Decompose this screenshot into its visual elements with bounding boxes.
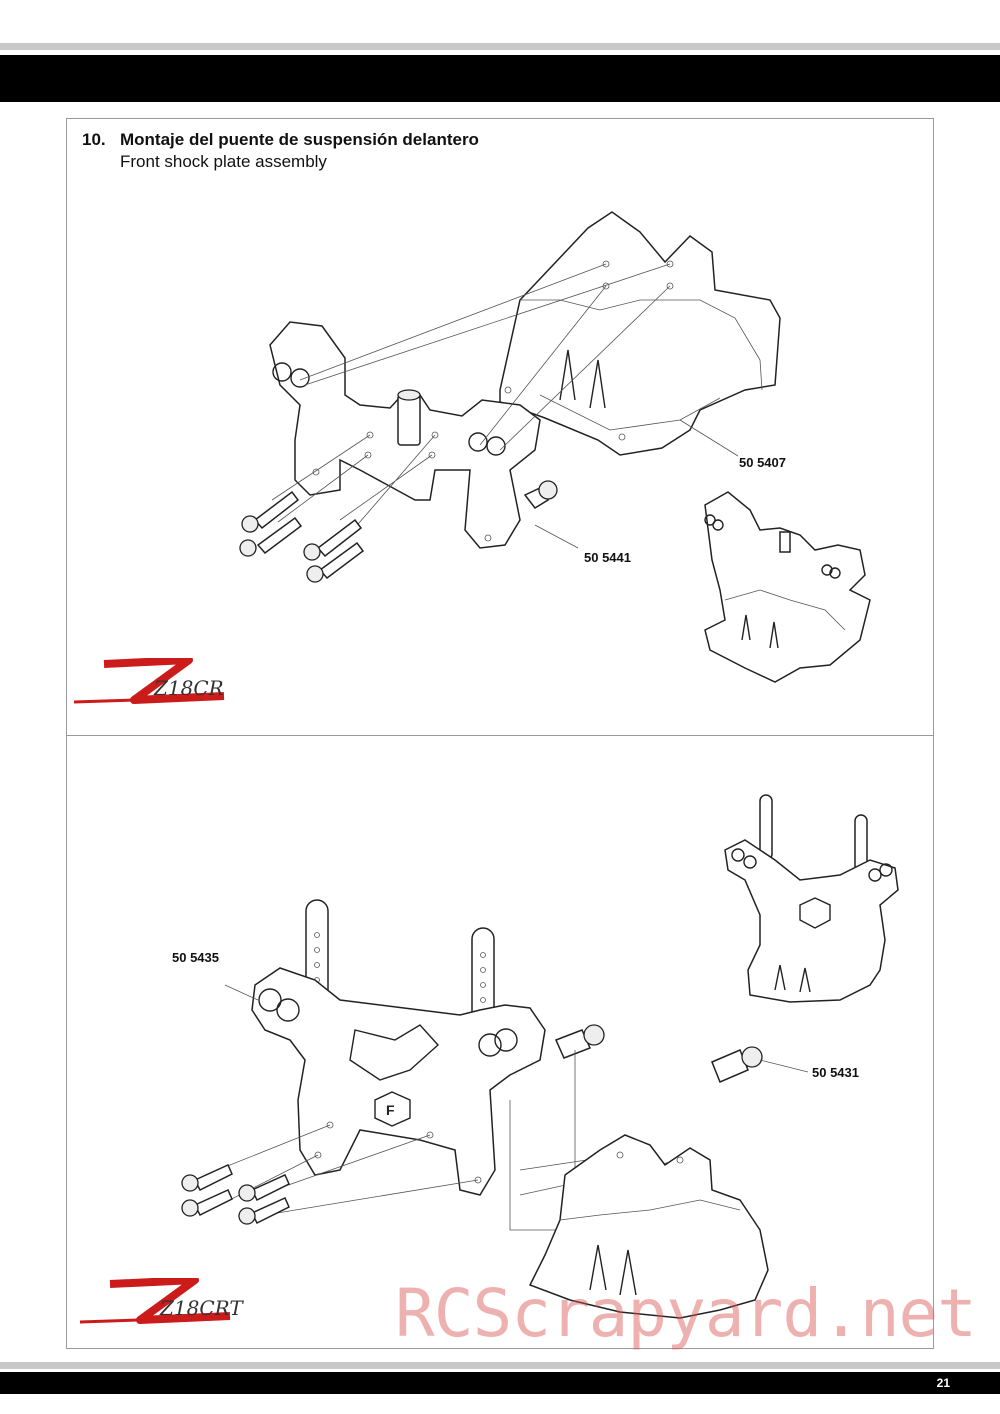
part-label-ball-stud-bottom: 50 5431 [812,1065,859,1080]
step-title-english: Front shock plate assembly [120,152,327,171]
page-number: 21 [936,1376,950,1390]
watermark-text: RCScrapyard.net [395,1275,977,1352]
shock-plate-bottom-drawing: F [251,967,546,1196]
svg-text:F: F [386,1102,395,1118]
ball-studs-bottom-drawing [554,1024,763,1083]
part-label-body: 50 5407 [739,455,786,470]
step-number: 10. [82,130,106,149]
header-grey-rule [0,43,1000,50]
screws-bottom-drawing [181,1164,290,1225]
logo-z18crt: Z18CRT [80,1278,260,1328]
assembled-preview-bottom-drawing [724,794,899,1003]
logo-z18cr-text: Z18CR [154,676,224,700]
logo-z18cr: Z18CR [74,658,244,708]
footer-grey-rule [0,1362,1000,1369]
part-label-ball-stud-top: 50 5441 [584,550,631,565]
footer-black-band [0,1372,1000,1394]
assembled-preview-top-drawing [704,491,871,683]
bottom-panel-frame [66,735,934,1349]
shock-tower-body-drawing [499,211,781,456]
logo-z18crt-mark [80,1278,231,1324]
header-black-band [0,55,1000,102]
shock-tower-body-bottom-drawing [528,1134,769,1319]
step-title-spanish: Montaje del puente de suspensión delante… [120,130,479,149]
shock-plate-top-drawing [269,321,541,549]
ball-stud-top-drawing [523,480,558,509]
screws-top-drawing [239,490,365,583]
logo-z18crt-text: Z18CRT [160,1296,243,1320]
logo-z18cr-mark [74,658,225,704]
part-label-shock-plate: 50 5435 [172,950,219,965]
